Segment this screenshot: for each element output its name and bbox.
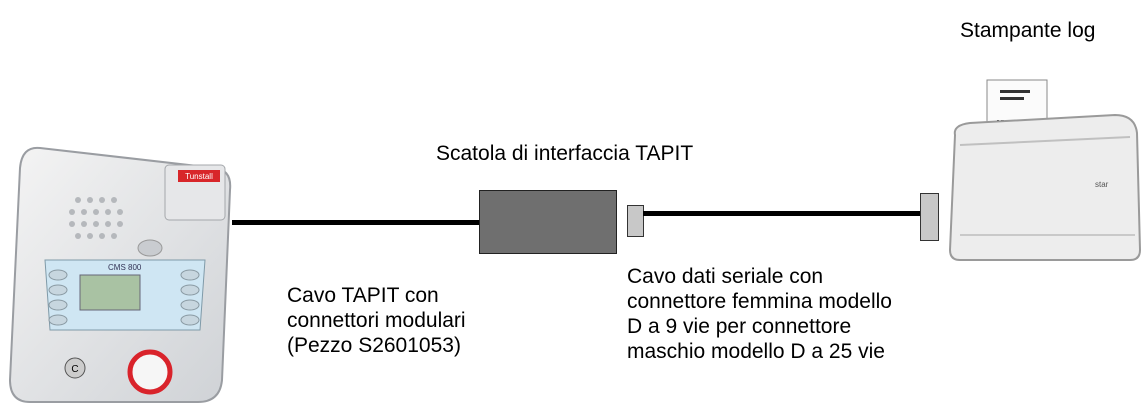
serial-connector-25-way [920, 193, 939, 241]
device-brand: Tunstall [185, 172, 213, 181]
serial-cable-caption-line: D a 9 vie per connettore [627, 315, 852, 338]
serial-cable-caption: Cavo dati seriale con connettore femmina… [627, 264, 892, 364]
serial-connector-9-way [627, 205, 644, 237]
tapit-cable-caption: Cavo TAPIT con connettori modulari (Pezz… [287, 283, 466, 358]
tapit-cable-caption-line: connettori modulari [287, 309, 466, 332]
serial-data-cable [643, 211, 920, 216]
tapit-cable-caption-line: Cavo TAPIT con [287, 284, 439, 307]
serial-cable-caption-line: connettore femmina modello [627, 290, 892, 313]
tapit-cable [232, 220, 479, 225]
serial-cable-caption-line: Cavo dati seriale con [627, 265, 824, 288]
serial-cable-caption-line: maschio modello D a 25 vie [627, 340, 885, 363]
svg-text:C: C [71, 364, 78, 375]
interface-box-label: Scatola di interfaccia TAPIT [436, 142, 694, 165]
device-display-label: CMS 800 [108, 263, 142, 272]
tapit-interface-box [479, 190, 617, 254]
printer-brand: star [1095, 180, 1109, 189]
log-printer-image: star [948, 79, 1142, 261]
printer-label: Stampante log [960, 19, 1096, 42]
monitoring-unit-image: Tunstall CMS 800 C [8, 146, 232, 403]
tapit-cable-caption-line: (Pezzo S2601053) [287, 334, 461, 357]
